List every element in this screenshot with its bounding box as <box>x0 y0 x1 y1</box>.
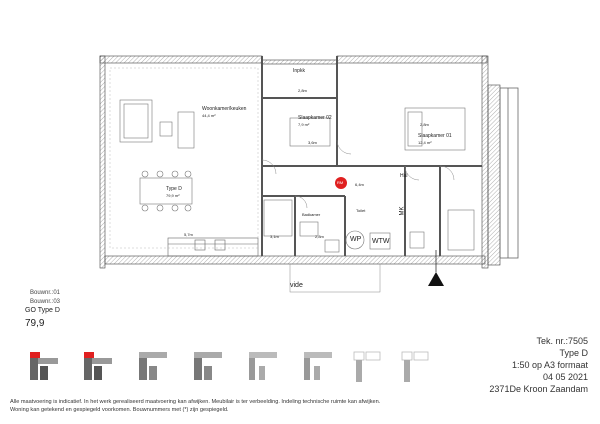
room-label-inpakk: Inpkk <box>293 68 305 74</box>
room-label-slaapkamer1: Slaapkamer 01 <box>418 133 452 139</box>
thumbnail-building-4 <box>194 352 222 380</box>
kitchen <box>167 237 259 257</box>
disclaimer-line-1: Alle maatvoering is indicatief. In het w… <box>10 399 381 405</box>
thumbnail-building-7 <box>353 351 381 382</box>
red-marker-label: RM <box>337 180 344 185</box>
room-area-slaapkamer2: 7,9 m² <box>298 122 310 127</box>
dim-5: 3,1m <box>270 234 279 239</box>
drawing-scale: 1:50 op A3 formaat <box>511 360 588 370</box>
thumbnail-building-3 <box>139 352 167 380</box>
disclaimer-line-2: Woning kan getekend en gespiegeld voorko… <box>10 407 229 413</box>
bouwnr-2: Bouwnr.:03 <box>30 299 61 305</box>
disclaimer-note: Alle maatvoering is indicatief. In het w… <box>10 398 450 414</box>
balcony <box>499 87 519 259</box>
room-area-slaapkamer1: 12,4 m² <box>418 140 432 145</box>
vide-area <box>289 263 381 293</box>
dim-6: 2,8m <box>315 234 324 239</box>
label-vide: vide <box>290 282 303 289</box>
type-label: GO Type D <box>25 307 60 314</box>
bouwnr-1: Bouwnr.:01 <box>30 290 61 296</box>
label-mk: MK <box>399 206 406 216</box>
thumbnail-building-5 <box>249 352 277 380</box>
room-label-woonkamer: Woonkamer/keuken <box>202 106 247 112</box>
label-wp: WP <box>350 236 362 243</box>
drawing-type: Type D <box>559 348 588 358</box>
dim-2: 2,8m <box>298 88 307 93</box>
room-label-badkamer: Badkamer <box>302 212 321 217</box>
room-label-slaapkamer2: Slaapkamer 02 <box>298 115 332 121</box>
doors <box>261 139 455 209</box>
room-label-hal: Hal <box>400 173 408 179</box>
area-value: 79,9 <box>25 318 45 329</box>
thumbnail-building-8 <box>401 351 429 382</box>
thumbnail-building-1 <box>30 352 58 380</box>
dim-7: 6,4m <box>355 182 364 187</box>
thumbnail-building-2 <box>84 352 112 380</box>
interior-walls <box>261 56 482 256</box>
dim-4: 2,8m <box>420 122 429 127</box>
living-outline <box>109 67 259 249</box>
entrance-arrow <box>428 272 444 286</box>
room-area-type-d: 79,9 m² <box>166 193 180 198</box>
drawing-number: Tek. nr.:7505 <box>536 336 588 346</box>
room-area-woonkamer: 44,4 m² <box>202 113 216 118</box>
dim-3: 3,6m <box>308 140 317 145</box>
drawing-date: 04 05 2021 <box>542 372 588 382</box>
red-marker-dot <box>335 177 347 189</box>
room-label-type-d: Type D <box>166 186 182 192</box>
project-name: 2371De Kroon Zaandam <box>489 384 588 394</box>
label-wtw: WTW <box>372 238 390 245</box>
dim-1: 5,7m <box>184 232 193 237</box>
floor-plan <box>99 55 519 293</box>
thumbnail-building-6 <box>304 352 332 380</box>
room-label-toilet: Toilet <box>356 208 366 213</box>
furniture <box>119 99 475 253</box>
outer-walls <box>99 55 501 269</box>
